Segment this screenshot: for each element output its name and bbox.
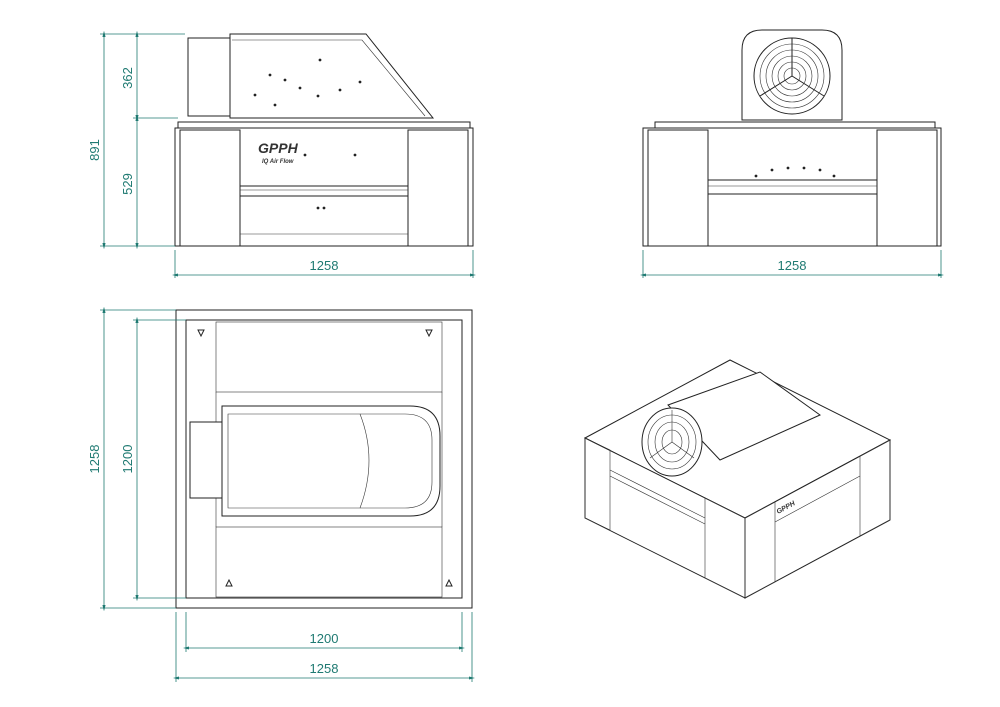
brand-logo: GPPH bbox=[258, 140, 299, 156]
dim-top-outer-width: 1258 bbox=[310, 661, 339, 676]
dim-side-width: 1258 bbox=[778, 258, 807, 273]
dim-front-width: 1258 bbox=[310, 258, 339, 273]
dim-top-outer-height: 1258 bbox=[87, 445, 102, 474]
fan-body-top bbox=[221, 405, 441, 517]
isometric-view: GPPH bbox=[583, 359, 892, 599]
brand-tagline: IQ Air Flow bbox=[262, 159, 294, 165]
dim-top-inner-height: 1200 bbox=[120, 445, 135, 474]
iso-fan-body bbox=[667, 371, 821, 461]
top-view bbox=[175, 309, 473, 609]
top-dimensions: 1258 1200 1200 1258 bbox=[87, 306, 476, 682]
dim-top-inner-width: 1200 bbox=[310, 631, 339, 646]
front-dimensions: 891 362 529 1258 bbox=[87, 30, 477, 278]
fan-inlet-box bbox=[187, 37, 231, 117]
dim-front-total-height: 891 bbox=[87, 139, 102, 161]
fan-guard bbox=[753, 37, 831, 115]
front-view: GPPH IQ Air Flow bbox=[174, 33, 474, 247]
fan-elbow-duct bbox=[229, 33, 435, 119]
side-dimensions: 1258 bbox=[639, 250, 945, 278]
dim-front-base-height: 529 bbox=[120, 173, 135, 195]
dim-front-fan-height: 362 bbox=[120, 67, 135, 89]
side-view bbox=[642, 29, 942, 247]
